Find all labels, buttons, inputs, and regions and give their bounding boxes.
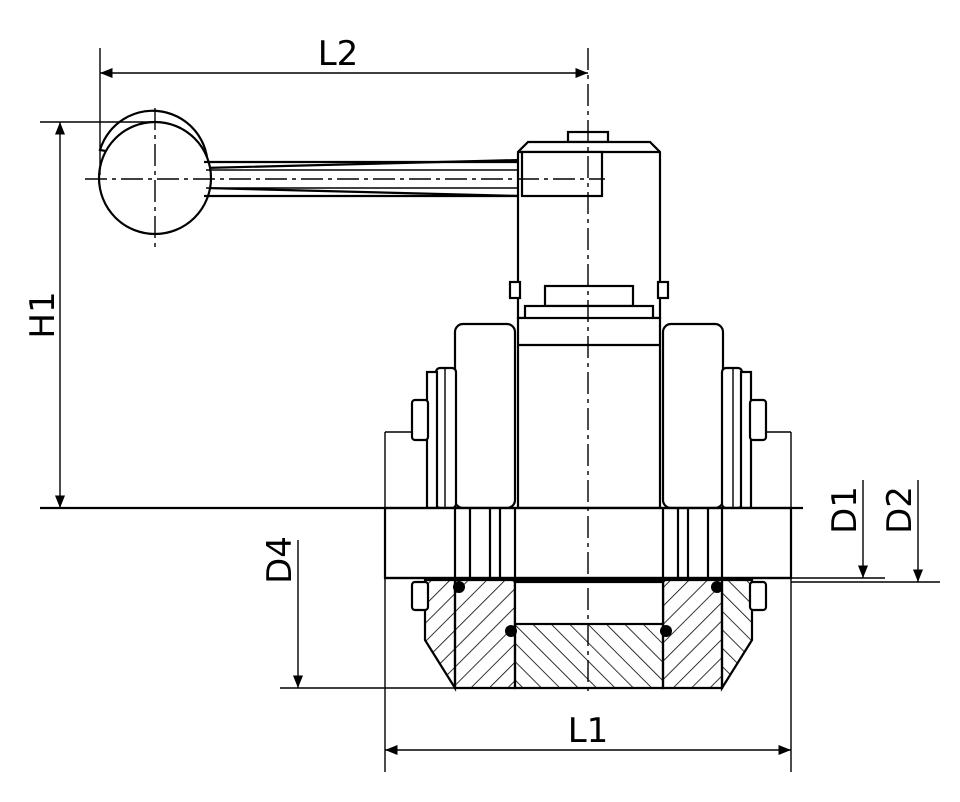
dimension-l1: L1 — [384, 431, 792, 772]
actuator-head — [508, 130, 670, 326]
dimension-d1: D1 — [791, 480, 885, 579]
dimension-label-d4: D4 — [260, 536, 300, 584]
dimension-label-d1: D1 — [825, 486, 865, 534]
seal-ring — [453, 581, 465, 593]
dimension-l2: L2 — [99, 34, 588, 175]
left-flange — [410, 322, 517, 510]
dimension-label-l1: L1 — [568, 711, 609, 751]
dimension-label-h1: H1 — [23, 291, 63, 338]
dimension-label-l2: L2 — [318, 34, 359, 74]
valve-neck — [516, 316, 662, 510]
dimension-h1: H1 — [23, 121, 155, 508]
seal-ring — [505, 625, 517, 637]
dimension-d4: D4 — [260, 536, 515, 689]
dimension-label-d2: D2 — [880, 486, 920, 534]
center-lines — [85, 48, 605, 692]
dimension-d2: D2 — [791, 480, 940, 583]
handle-lever — [97, 109, 522, 236]
seal-ring — [711, 581, 723, 593]
right-flange — [661, 322, 768, 510]
seal-ring — [660, 625, 672, 637]
